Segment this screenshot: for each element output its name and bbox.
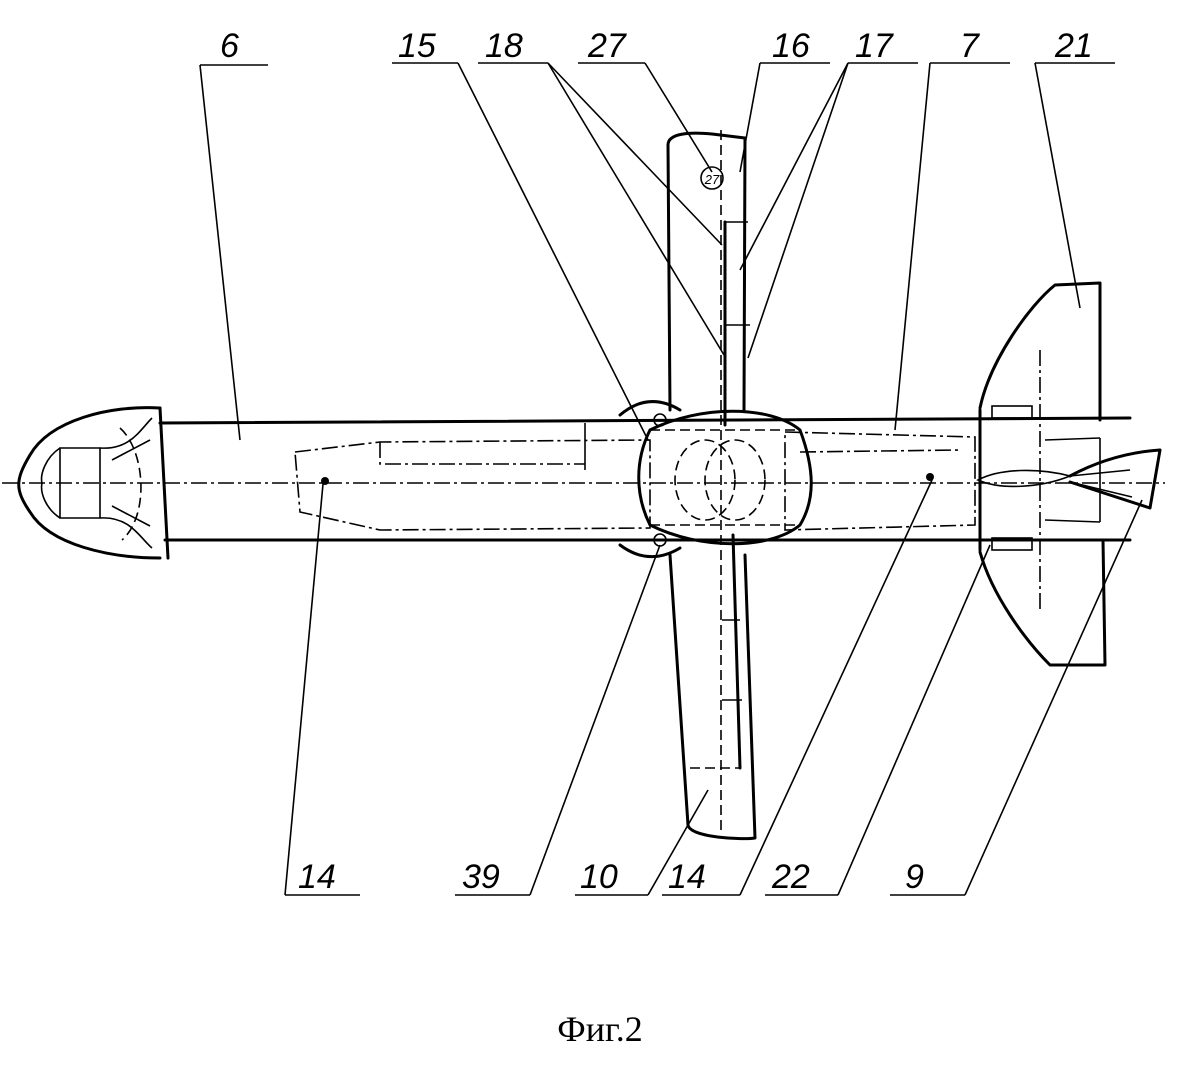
hub-marker-circle (700, 166, 724, 190)
callout-27: 27 (587, 27, 627, 65)
figure-caption: Фиг.2 (557, 1009, 643, 1049)
callout-16: 16 (772, 27, 810, 65)
callout-6: 6 (220, 27, 239, 65)
bottom-leaders (284, 479, 1143, 896)
fuselage (158, 405, 1132, 552)
callout-17: 17 (855, 27, 894, 65)
callout-15: 15 (398, 27, 436, 65)
callout-14-right: 14 (668, 858, 706, 896)
callout-10: 10 (580, 858, 618, 896)
central-fairing (618, 400, 813, 559)
nose-cone (17, 406, 170, 560)
callout-7: 7 (960, 27, 980, 65)
callout-labels: 6 15 18 27 16 17 7 21 14 39 10 14 22 9 (220, 27, 1093, 896)
tail-unit (976, 281, 1162, 667)
callout-39: 39 (462, 858, 500, 896)
hub-marker-label: 27 (704, 172, 720, 187)
top-leaders (199, 62, 1115, 441)
point-14-left (321, 477, 329, 485)
callout-22: 22 (771, 858, 810, 896)
callout-14-left: 14 (298, 858, 336, 896)
callout-18: 18 (485, 27, 523, 65)
internal-compartment (294, 423, 976, 531)
callout-21: 21 (1054, 27, 1093, 65)
main-wing: 27 (666, 130, 757, 841)
callout-9: 9 (905, 858, 924, 896)
point-14-right (926, 473, 934, 481)
